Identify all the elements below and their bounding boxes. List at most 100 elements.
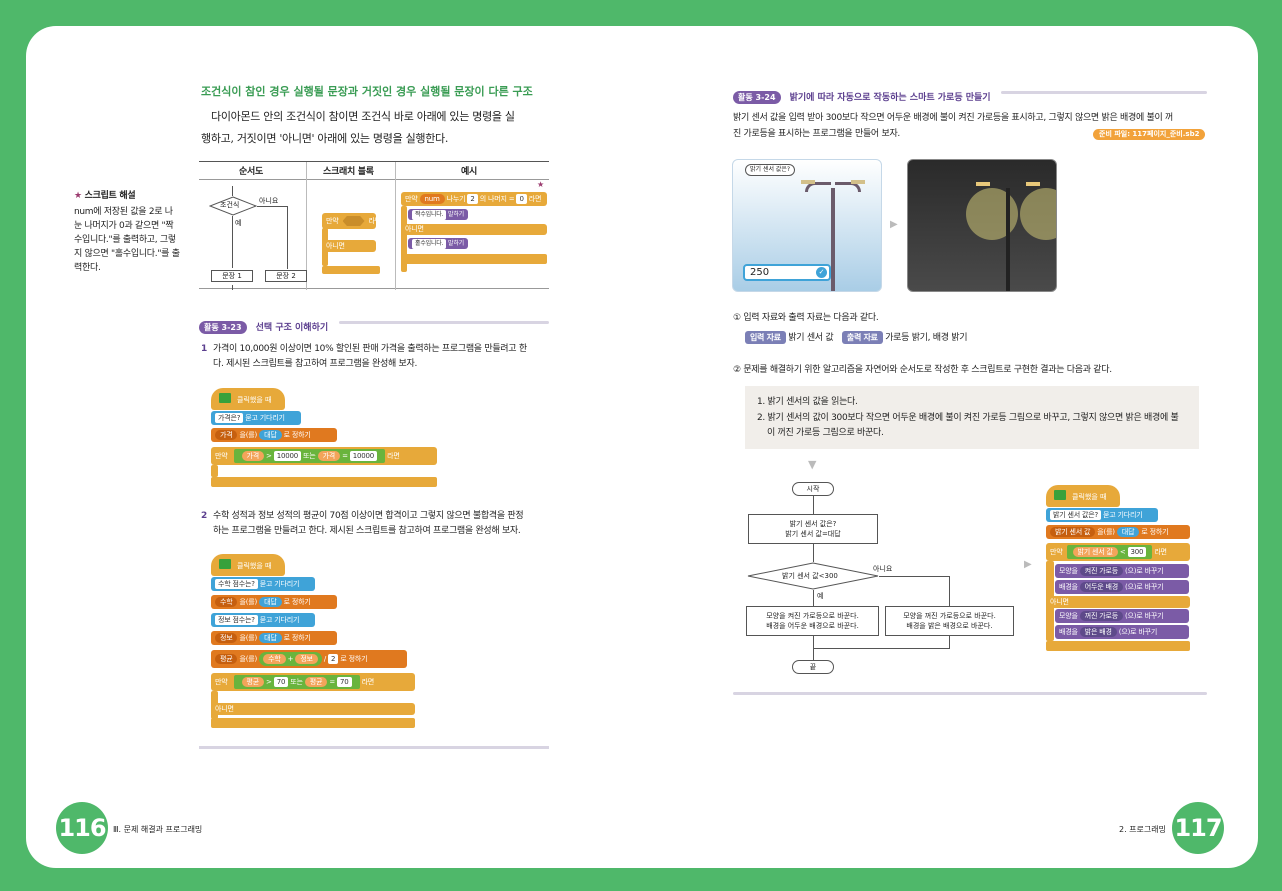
note-line-5: 력한다. (74, 263, 101, 273)
activity-3-23-box (199, 329, 549, 749)
q2-line-2: 하는 프로그램을 만들려고 한다. 제시된 스크립트를 참고하여 프로그램을 완… (213, 526, 521, 536)
example-say-odd: 홀수입니다. 말하기 (408, 238, 468, 249)
example-if-block: 만약 num 나누기 2 의 나머지 = 0 라면 (401, 192, 547, 206)
left-footer: Ⅲ. 문제 해결과 프로그래밍 (113, 825, 203, 834)
flow-cond-label: 조건식 (220, 201, 240, 209)
input-value: 밝기 센서 값 (788, 333, 834, 343)
left-section-title: 조건식이 참인 경우 실행될 문장과 거짓인 경우 실행될 문장이 다른 구조 (201, 85, 533, 98)
left-intro-1: 다이아몬드 안의 조건식이 참이면 조건식 바로 아래에 있는 명령을 실 (211, 110, 515, 123)
right-intro-2: 진 가로등을 표시하는 프로그램을 만들어 보자. (733, 129, 900, 139)
s3-switch-lamp-on: 모양을 켜진 가로등 (으)로 바꾸기 (1055, 564, 1189, 578)
table-header-flowchart: 순서도 (239, 167, 263, 177)
algorithm-box: 1. 밝기 센서의 값을 읽는다. 2. 밝기 센서의 값이 300보다 작으면… (745, 386, 1199, 449)
q1-line-1: 가격이 10,000원 이상이면 10% 할인된 판매 가격을 출력하는 프로그… (213, 344, 527, 354)
flow-yes: 예 (817, 592, 824, 600)
page-number-116: 116 (56, 802, 108, 854)
s3-switch-bg-dark: 배경을 어두운 배경 (으)로 바꾸기 (1055, 580, 1189, 594)
note-line-2: 눈 나머지가 0과 같으면 "짝 (74, 221, 174, 231)
algo-step-1: 1. 밝기 센서의 값을 읽는다. (757, 397, 858, 407)
note-line-3: 수입니다."를 출력하고, 그렇 (74, 235, 176, 245)
note-line-1: num에 저장된 값을 2로 나 (74, 207, 173, 217)
note-line-4: 지 않으면 "홀수입니다."를 출 (74, 249, 180, 259)
output-value: 가로등 밝기, 배경 밝기 (885, 333, 968, 343)
arrow-right-icon: ▶ (890, 219, 898, 230)
s1-ask-block: 가격은? 묻고 기다리기 (211, 411, 301, 425)
sensor-bubble: 밝기 센서 값은? (745, 164, 796, 176)
bright-stage-image: 밝기 센서 값은? 250✓ (732, 159, 882, 292)
s3-set-block: 밝기 센서 값 을(를) 대답 로 정하기 (1046, 525, 1190, 539)
s3-switch-lamp-off: 모양을 꺼진 가로등 (으)로 바꾸기 (1055, 609, 1189, 623)
output-tag: 출력 자료 (841, 331, 883, 344)
flow-end: 끝 (792, 660, 834, 674)
s3-ask-block: 밝기 센서 값은? 묻고 기다리기 (1046, 508, 1158, 522)
else-label: 아니면 (322, 240, 376, 252)
example-say-even: 짝수입니다. 말하기 (408, 209, 468, 220)
s1-set-block: 가격 을(를) 대답 로 정하기 (211, 428, 337, 442)
s3-hat-block: 클릭했을 때 (1046, 485, 1120, 507)
step2-text: ② 문제를 해결하기 위한 알고리즘을 자연어와 순서도로 작성한 후 스크립트… (733, 365, 1112, 375)
activity-3-23-tag: 활동 3-23 (199, 321, 247, 334)
flow-yes-label: 예 (235, 219, 242, 227)
q1-line-2: 다. 제시된 스크립트를 참고하여 프로그램을 완성해 보자. (213, 359, 418, 369)
s2-else: 아니면 (211, 703, 415, 715)
flow-stmt2: 문장 2 (265, 270, 307, 282)
then-label: 라면 (368, 217, 382, 225)
flow-cond-diamond (747, 562, 879, 590)
page-number-117: 117 (1172, 802, 1224, 854)
flow-stmt1: 문장 1 (211, 270, 253, 282)
note-star-icon: ★ (74, 191, 85, 201)
flow-yes-box: 모양을 켜진 가로등으로 바꾼다. 배경을 어두운 배경으로 바꾼다. (746, 606, 879, 636)
green-flag-icon (219, 393, 231, 403)
activity-3-23-title: 선택 구조 이해하기 (255, 323, 329, 333)
table-header-example: 예시 (461, 167, 477, 177)
flow-no: 아니요 (873, 565, 893, 573)
algo-step-2b: 이 꺼진 가로등 그림으로 바꾼다. (767, 428, 884, 438)
s3-switch-bg-bright: 배경을 밝은 배경 (으)로 바꾸기 (1055, 625, 1189, 639)
algo-step-2a: 2. 밝기 센서의 값이 300보다 작으면 어두운 배경에 불이 켜진 가로등… (757, 413, 1179, 423)
note-title: ★ 스크립트 해설 (74, 191, 136, 201)
if-label: 만약 (326, 217, 339, 225)
flow-no-label: 아니요 (259, 197, 279, 205)
book-spread: 조건식이 참인 경우 실행될 문장과 거짓인 경우 실행될 문장이 다른 구조 … (26, 26, 1258, 868)
activity-3-24-tag: 활동 3-24 (733, 91, 781, 104)
condition-diamond (209, 196, 257, 216)
s1-hat-block: 클릭했을 때 (211, 388, 285, 410)
arrow-right-icon-2: ▶ (1024, 559, 1032, 570)
input-tag: 입력 자료 (745, 331, 786, 344)
green-flag-icon (219, 559, 231, 569)
structure-table: 순서도 스크래치 블록 예시 조건식 아니요 예 문장 1 문장 2 만약 라면… (199, 161, 549, 290)
s2-set-info: 정보 을(를) 대답 로 정하기 (211, 631, 337, 645)
s3-if-block: 만약 밝기 센서 값 < 300 라면 (1046, 543, 1190, 561)
activity-3-24-bottom-rule (733, 692, 1207, 695)
s1-if-block: 만약 가격 > 10000 또는 가격 = 10000 라면 (211, 447, 437, 465)
if-block-shape: 만약 라면 (322, 213, 381, 229)
sensor-input-field[interactable]: 250✓ (743, 264, 831, 281)
s2-hat-block: 클릭했을 때 (211, 554, 285, 576)
s2-set-avg: 평균 을(를) 수학 + 정보 / 2 로 정하기 (211, 650, 407, 668)
q2-number: 2 (201, 511, 207, 521)
left-intro-2: 행하고, 거짓이면 '아니면' 아래에 있는 명령을 실행한다. (201, 132, 449, 145)
q2-line-1: 수학 성적과 정보 성적의 평균이 70점 이상이면 합격이고 그렇지 않으면 … (213, 511, 524, 521)
check-icon[interactable]: ✓ (816, 267, 827, 278)
s2-ask-info: 정보 점수는? 묻고 기다리기 (211, 613, 315, 627)
flow-no-box: 모양을 꺼진 가로등으로 바꾼다. 배경을 밝은 배경으로 바꾼다. (885, 606, 1014, 636)
io-line: 입력 자료 밝기 센서 값 출력 자료 가로등 밝기, 배경 밝기 (745, 331, 968, 345)
right-intro-1: 밝기 센서 값을 입력 받아 300보다 작으면 어두운 배경에 불이 켜진 가… (733, 113, 1173, 123)
flow-input-box: 밝기 센서 값은? 밝기 센서 값=대답 (748, 514, 878, 544)
s2-ask-math: 수학 점수는? 묻고 기다리기 (211, 577, 315, 591)
activity-3-24-header: 활동 3-24 밝기에 따라 자동으로 작동하는 스마트 가로등 만들기 (733, 85, 1207, 104)
table-header-block: 스크래치 블록 (323, 167, 374, 177)
s3-else: 아니면 (1046, 596, 1190, 608)
green-flag-icon (1054, 490, 1066, 500)
s2-if-block: 만약 평균 > 70 또는 평균 = 70 라면 (211, 673, 415, 691)
example-else: 아니면 (401, 224, 547, 235)
prep-file-badge: 준비 파일: 117페이지_준비.sb2 (1093, 129, 1206, 140)
right-footer: 2. 프로그래밍 (1119, 825, 1166, 834)
activity-3-23-header: 활동 3-23 선택 구조 이해하기 (199, 315, 549, 334)
s2-set-math: 수학 을(를) 대답 로 정하기 (211, 595, 337, 609)
flow-cond-text: 밝기 센서 값<300 (782, 572, 838, 580)
dark-stage-image (907, 159, 1057, 292)
flow-start: 시작 (792, 482, 834, 496)
down-arrow-icon: ▼ (808, 458, 817, 471)
lamp-pole (831, 188, 835, 291)
